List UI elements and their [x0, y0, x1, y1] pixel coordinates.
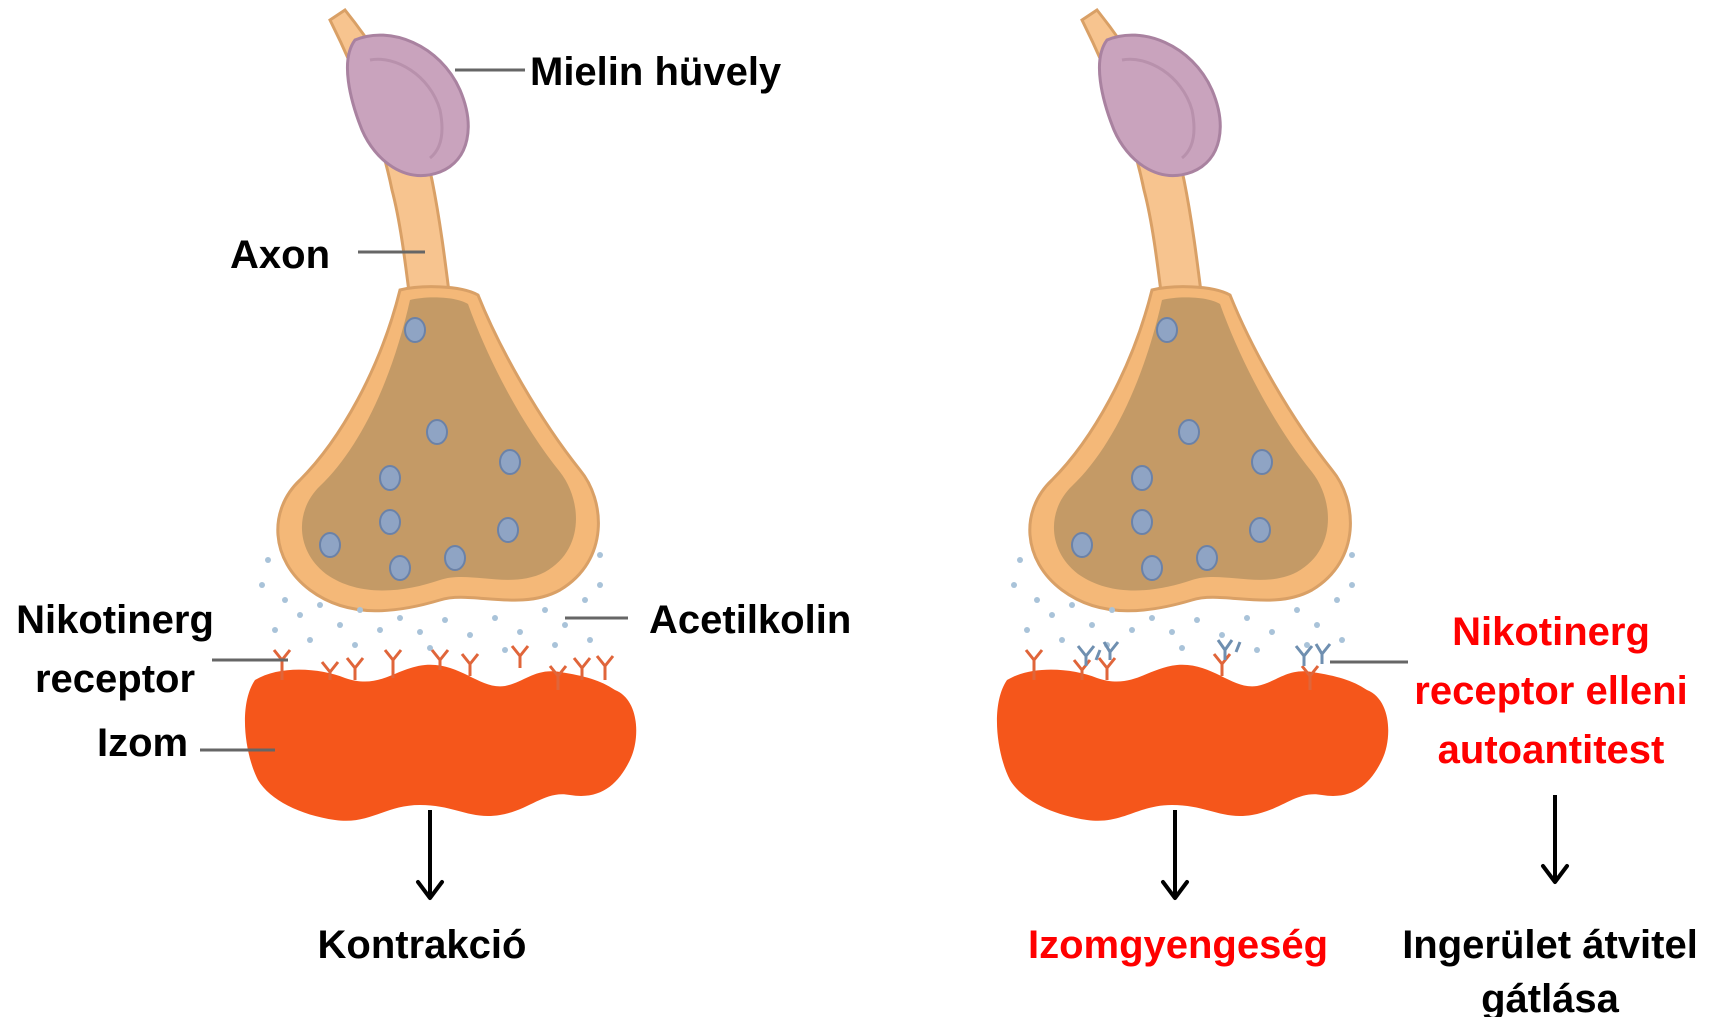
right-label-outcome-block-line2: gátlása: [1481, 977, 1620, 1017]
right-label-antibody-line2: receptor elleni: [1414, 669, 1687, 713]
right-label-antibody-line3: autoantitest: [1438, 728, 1665, 772]
left-label-outcome: Kontrakció: [318, 923, 527, 967]
left-label-axon: Axon: [230, 233, 330, 277]
left-down-arrow: [418, 810, 442, 898]
right-label-outcome-muscle: Izomgyengeség: [1028, 923, 1328, 967]
right-muscle: [997, 665, 1388, 821]
left-muscle: [245, 665, 636, 821]
right-antibody-down-arrow: [1543, 795, 1567, 882]
right-label-outcome-block-line1: Ingerület átvitel: [1402, 923, 1698, 967]
left-synapse-illustration: [245, 10, 636, 821]
right-label-antibody-line1: Nikotinerg: [1452, 610, 1650, 654]
left-myelin-sheath: [347, 35, 468, 175]
left-label-acetylcholine: Acetilkolin: [649, 598, 851, 642]
left-label-muscle: Izom: [97, 721, 188, 765]
right-muscle-down-arrow: [1163, 810, 1187, 898]
right-myelin-sheath: [1099, 35, 1220, 175]
right-synapse-illustration: [997, 10, 1388, 821]
right-autoantibodies: [1078, 640, 1330, 666]
left-label-myelin: Mielin hüvely: [530, 50, 782, 94]
left-label-receptor-line1: Nikotinerg: [16, 598, 214, 642]
left-label-receptor-line2: receptor: [35, 657, 195, 701]
